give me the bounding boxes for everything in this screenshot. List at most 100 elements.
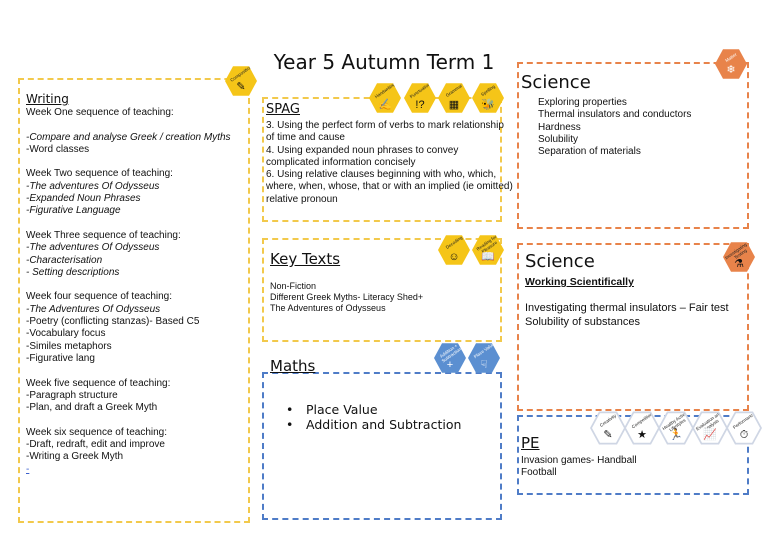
text-line: - [26, 463, 30, 475]
text-line: 6. Using relative clauses beginning with… [266, 169, 497, 181]
text-line: Week six sequence of teaching: [26, 426, 168, 438]
text-line: complicated information concisely [266, 156, 416, 168]
badge-hexagon: Handwriting✍ [369, 83, 401, 113]
grammar-badge: Grammar▦ [436, 80, 472, 116]
text-line: Thermal insulators and conductors [538, 109, 692, 121]
pencil-icon: ✎ [236, 81, 246, 93]
line-gap [26, 119, 231, 131]
handwriting-icon: ✍ [378, 99, 392, 111]
evaluation-icon: 📈 [703, 429, 717, 441]
text-line: -Word classes [26, 143, 90, 155]
text-line: -Plan, and draft a Greek Myth [26, 402, 158, 414]
text-line: relative pronoun [266, 193, 338, 205]
snowflake-icon: ❄ [726, 64, 736, 76]
text-line: -The Adventures Of Odysseus [26, 303, 161, 315]
text-line: -The adventures Of Odysseus [26, 242, 160, 254]
badge-hexagon: Addition + Subtraction+ [434, 343, 466, 373]
reading-icon: 📖 [481, 251, 495, 263]
creativity-icon: ✎ [603, 429, 613, 441]
badge-hexagon: Spelling🐝 [472, 83, 504, 113]
badge-hexagon: Grammar▦ [438, 83, 470, 113]
line-gap [26, 414, 231, 426]
text-line: Invasion games- Handball [521, 455, 637, 466]
science-panel [517, 62, 749, 229]
badge-label: Punctuation [408, 81, 432, 100]
place-value-icon: ☟ [480, 359, 488, 371]
text-line: Different Greek Myths- Literacy Shed+ [270, 292, 424, 302]
badge-label: Grammar [444, 83, 464, 98]
writing-lines: Week One sequence of teaching: -Compare a… [26, 107, 231, 476]
performance-icon: ⏱ [739, 429, 749, 441]
spag-lines: 3. Using the perfect form of verbs to ma… [266, 120, 513, 206]
text-line: Football [521, 467, 557, 479]
place-value-badge: Place Value☟ [466, 340, 502, 376]
punctuation-icon: !? [415, 99, 425, 111]
page-title: Year 5 Autumn Term 1 [273, 50, 495, 74]
evaluation-badge: Evaluation and Analysis📈 [692, 410, 728, 446]
text-line: -Paragraph structure [26, 389, 118, 401]
healthy-lifestyle-icon: 🏃 [669, 429, 683, 441]
text-line: -Vocabulary focus [26, 328, 106, 340]
healthy-lifestyle-badge: Healthy Active Lifestyles🏃 [658, 410, 694, 446]
competition-icon: ★ [637, 429, 647, 441]
text-line: Week One sequence of teaching: [26, 107, 174, 118]
maths-panel [262, 372, 502, 520]
science-ws-heading: Science [525, 251, 595, 272]
maths-list-item: Place Value [286, 402, 461, 417]
text-line: -Compare and analyse Greek / creation My… [26, 131, 231, 143]
writing-panel [18, 78, 250, 523]
text-line: -Poetry (conflicting stanzas)- Based C5 [26, 316, 200, 328]
key-texts-heading: Key Texts [270, 250, 341, 268]
maths-list-item: Addition and Subtraction [286, 417, 461, 432]
performance-badge: Performance⏱ [726, 410, 762, 446]
text-line: -Similes metaphors [26, 340, 112, 352]
text-line: -Writing a Greek Myth [26, 451, 124, 463]
line-gap [26, 365, 231, 377]
decoding-icon: ☺ [448, 251, 460, 263]
flask-icon: ⚗ [734, 258, 744, 270]
badge-hexagon: Decoding☺ [438, 235, 470, 265]
composition-badge: Composition✎ [223, 63, 259, 99]
text-line: 4. Using expanded noun phrases to convey [266, 144, 459, 156]
line-gap [26, 279, 231, 291]
text-line: -Figurative lang [26, 352, 95, 364]
writing-heading: Writing [26, 92, 69, 106]
matter-badge: Matter❄ [713, 46, 749, 82]
spag-heading: SPAG [266, 102, 300, 117]
text-line: Exploring properties [538, 97, 627, 108]
badge-label: Decoding [444, 235, 464, 251]
text-line: Non-Fiction [270, 281, 317, 291]
text-line: -Figurative Language [26, 205, 121, 217]
text-line: The Adventures of Odysseus [270, 303, 386, 313]
key-texts-panel [262, 238, 502, 342]
text-line: Solubility of substances [525, 315, 640, 328]
text-line: -Characterisation [26, 254, 103, 266]
text-line: Week four sequence of teaching: [26, 291, 173, 303]
text-line: Separation of materials [538, 146, 641, 158]
text-line: -The adventures Of Odysseus [26, 180, 160, 192]
maths-heading: Maths [270, 357, 316, 375]
badge-hexagon: Punctuation!? [404, 81, 436, 113]
spelling-badge: Spelling🐝 [470, 80, 506, 116]
creativity-badge: Creativity✎ [590, 410, 626, 446]
maths-list: Place ValueAddition and Subtraction [286, 402, 461, 432]
text-line: Week Three sequence of teaching: [26, 229, 181, 241]
working-scientifically-panel [517, 243, 749, 411]
investigating-badge: Investigating & Testing⚗ [721, 239, 757, 275]
text-line: Week Two sequence of teaching: [26, 168, 173, 180]
text-line: - Setting descriptions [26, 266, 120, 278]
competition-badge: Competition★ [624, 410, 660, 446]
decoding-badge: Decoding☺ [436, 232, 472, 268]
working-scientifically-subheading: Working Scientifically [525, 276, 634, 288]
text-line: Hardness [538, 121, 581, 133]
reading-badge: Reading for Pleasure📖 [470, 232, 506, 268]
pe-heading: PE [521, 434, 540, 452]
line-gap [26, 156, 231, 168]
text-line: -Draft, redraft, edit and improve [26, 439, 165, 451]
badge-hexagon: Place Value☟ [468, 343, 500, 373]
text-line: Week five sequence of teaching: [26, 377, 171, 389]
science-heading: Science [521, 72, 591, 93]
